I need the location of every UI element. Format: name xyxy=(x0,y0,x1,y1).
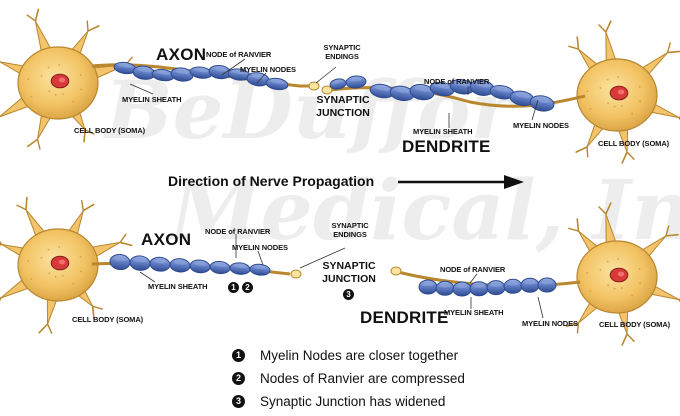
note-1: 1 Myelin Nodes are closer together xyxy=(232,346,458,364)
top-dendrite-label: DENDRITE xyxy=(402,137,491,156)
myelin-segments xyxy=(109,61,557,297)
top-axon-myelin-segment-6 xyxy=(208,64,232,80)
bottom-axon-myelin-segment-1 xyxy=(109,253,131,271)
top-left-soma xyxy=(0,8,138,150)
bottom-synaptic-junction-label: SYNAPTIC JUNCTION xyxy=(316,261,382,284)
bottom-myelin-sheath-label-left: MYELIN SHEATH xyxy=(148,282,208,291)
label-pointers xyxy=(129,58,544,319)
top-node-ranvier-label-right: NODE of RANVIER xyxy=(424,77,490,86)
bottom-axon-myelin-segment-7 xyxy=(229,262,251,275)
note-3: 3 Synaptic Junction has widened xyxy=(232,392,445,410)
top-cell-body-label-right: CELL BODY (SOMA) xyxy=(598,139,670,148)
top-cell-body-label-left: CELL BODY (SOMA) xyxy=(74,126,146,135)
bottom-dendrite-myelin-segment-3 xyxy=(452,281,472,297)
bottom-axon-myelin-segment-2 xyxy=(129,255,151,271)
bottom-dendrite-myelin-segment-7 xyxy=(520,277,540,293)
bottom-axon-myelin-segment-8 xyxy=(249,263,271,276)
bottom-dendrite-myelin-segment-8 xyxy=(537,277,557,293)
bottom-badge-1: 1 xyxy=(228,282,239,293)
top-axon-myelin xyxy=(113,61,289,91)
bottom-dendrite-myelin-segment-1 xyxy=(418,279,438,295)
bottom-axon-myelin xyxy=(109,253,271,276)
bottom-synaptic-ending-right xyxy=(390,266,402,276)
note-2-number: 2 xyxy=(232,371,245,385)
note-2: 2 Nodes of Ranvier are compressed xyxy=(232,369,465,387)
bottom-axon-myelin-segment-6 xyxy=(209,260,231,275)
top-synaptic-junction-line1: SYNAPTIC xyxy=(316,94,370,106)
bottom-myelin-nodes-label-left: MYELIN NODES xyxy=(232,243,288,252)
top-junction-myelin-segment-2 xyxy=(345,75,367,89)
bottom-synaptic-endings-label: SYNAPTIC ENDINGS xyxy=(325,222,375,238)
bottom-dendrite-myelin-segment-4 xyxy=(469,281,489,297)
bottom-right-soma xyxy=(566,202,680,346)
top-dendrite-myelin-segment-3 xyxy=(409,83,435,101)
top-node-ranvier-label-left: NODE of RANVIER xyxy=(206,50,272,59)
bottom-synaptic-endings-line1: SYNAPTIC xyxy=(331,221,369,230)
bottom-myelin-sheath-label-right: MYELIN SHEATH xyxy=(444,308,504,317)
bottom-synaptic-ending-left xyxy=(290,269,302,279)
top-dendrite-myelin xyxy=(369,79,555,112)
bottom-axon-myelin-segment-3 xyxy=(149,256,171,272)
note-1-number: 1 xyxy=(232,348,245,362)
bottom-axon-myelin-segment-5 xyxy=(189,259,211,274)
note-3-text: Synaptic Junction has widened xyxy=(260,393,446,409)
direction-label: Direction of Nerve Propagation xyxy=(168,173,375,189)
bottom-dendrite-myelin-segment-2 xyxy=(435,280,455,296)
top-synaptic-junction-label: SYNAPTIC JUNCTION xyxy=(310,95,376,118)
bottom-synaptic-endings-line2: ENDINGS xyxy=(333,229,367,239)
note-1-text: Myelin Nodes are closer together xyxy=(260,347,459,363)
bottom-node-ranvier-label-left: NODE of RANVIER xyxy=(205,227,271,236)
top-axon-myelin-segment-4 xyxy=(170,67,194,82)
bottom-axon-myelin-segment-4 xyxy=(169,258,191,273)
top-dendrite-myelin-segment-4 xyxy=(429,81,455,97)
top-synaptic-junction-line2: JUNCTION xyxy=(316,106,370,119)
bottom-myelin-nodes-label-right: MYELIN NODES xyxy=(522,319,578,328)
note-2-text: Nodes of Ranvier are compressed xyxy=(260,370,465,386)
bottom-synaptic-junction-line2: JUNCTION xyxy=(322,272,376,285)
top-junction-myelin xyxy=(329,75,367,90)
top-myelin-nodes-label-left: MYELIN NODES xyxy=(240,65,296,74)
top-myelin-nodes-label-right: MYELIN NODES xyxy=(513,121,569,130)
bottom-dendrite-myelin-segment-6 xyxy=(503,278,523,294)
top-myelin-sheath-label-right: MYELIN SHEATH xyxy=(413,127,473,136)
top-dendrite-myelin-segment-6 xyxy=(469,79,495,96)
note-3-number: 3 xyxy=(232,394,245,408)
watermark-line-2: Medical, Inc xyxy=(170,163,680,259)
bottom-badge-3: 3 xyxy=(343,289,354,300)
top-synaptic-endings-line1: SYNAPTIC xyxy=(323,43,361,52)
top-synaptic-endings-line2: ENDINGS xyxy=(325,51,359,61)
top-axon-myelin-segment-2 xyxy=(132,65,156,80)
top-right-soma xyxy=(568,20,680,164)
top-synaptic-endings-label: SYNAPTIC ENDINGS xyxy=(317,44,367,60)
bottom-dendrite-label: DENDRITE xyxy=(360,308,449,327)
bottom-axon-label: AXON xyxy=(141,230,192,249)
top-myelin-sheath-label-left: MYELIN SHEATH xyxy=(122,95,182,104)
bottom-dendrite-myelin xyxy=(418,277,557,297)
top-synaptic-ending-left xyxy=(308,81,320,91)
top-junction-myelin-segment-1 xyxy=(329,78,347,90)
bottom-badge-2: 2 xyxy=(242,282,253,293)
bottom-cell-body-label-right: CELL BODY (SOMA) xyxy=(599,320,671,329)
top-axon-myelin-segment-9 xyxy=(265,77,289,91)
top-axon-label: AXON xyxy=(156,45,207,64)
bottom-cell-body-label-left: CELL BODY (SOMA) xyxy=(72,315,144,324)
cell-bodies xyxy=(0,8,680,346)
top-synaptic-ending-right xyxy=(321,85,333,95)
bottom-dendrite-myelin-segment-5 xyxy=(486,280,506,296)
top-dendrite-myelin-segment-8 xyxy=(509,90,535,107)
bottom-node-ranvier-label-right: NODE of RANVIER xyxy=(440,265,506,274)
bottom-synaptic-junction-line1: SYNAPTIC xyxy=(322,260,376,272)
direction-arrow xyxy=(398,175,524,189)
